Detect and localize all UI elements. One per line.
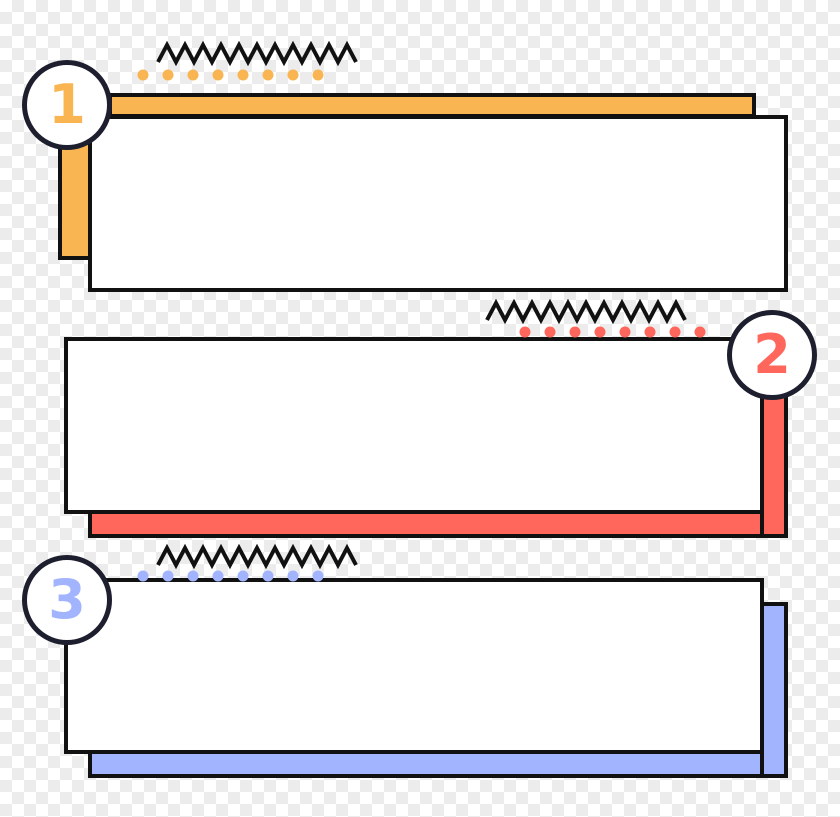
panel-3-box bbox=[64, 578, 764, 754]
dot bbox=[212, 69, 224, 81]
zigzag-icon bbox=[156, 40, 358, 67]
dot bbox=[212, 570, 224, 582]
dot bbox=[262, 69, 274, 81]
dot bbox=[312, 69, 324, 81]
dot bbox=[162, 570, 174, 582]
panel-3-number-badge: 3 bbox=[22, 555, 112, 645]
dotted-line-icon bbox=[519, 326, 706, 338]
dot bbox=[137, 570, 149, 582]
panel-1-box bbox=[88, 115, 788, 292]
dot bbox=[569, 326, 581, 338]
dot bbox=[237, 69, 249, 81]
dotted-line-icon bbox=[137, 570, 324, 582]
dot bbox=[262, 570, 274, 582]
dot bbox=[619, 326, 631, 338]
panel-2-number-badge: 2 bbox=[727, 310, 817, 400]
zigzag-icon bbox=[485, 298, 687, 325]
panel-2-box bbox=[64, 337, 764, 514]
dot bbox=[312, 570, 324, 582]
dot bbox=[287, 69, 299, 81]
dot bbox=[137, 69, 149, 81]
dot bbox=[644, 326, 656, 338]
panel-2-number: 2 bbox=[753, 323, 791, 386]
dot bbox=[187, 570, 199, 582]
dot bbox=[594, 326, 606, 338]
dot bbox=[162, 69, 174, 81]
dot bbox=[187, 69, 199, 81]
dot bbox=[519, 326, 531, 338]
dotted-line-icon bbox=[137, 69, 324, 81]
dot bbox=[287, 570, 299, 582]
panel-1-number-badge: 1 bbox=[22, 60, 112, 150]
zigzag-icon bbox=[156, 543, 358, 570]
dot bbox=[237, 570, 249, 582]
panel-1-number: 1 bbox=[48, 73, 86, 136]
dot bbox=[544, 326, 556, 338]
dot bbox=[669, 326, 681, 338]
dot bbox=[694, 326, 706, 338]
panel-3-number: 3 bbox=[48, 568, 86, 631]
